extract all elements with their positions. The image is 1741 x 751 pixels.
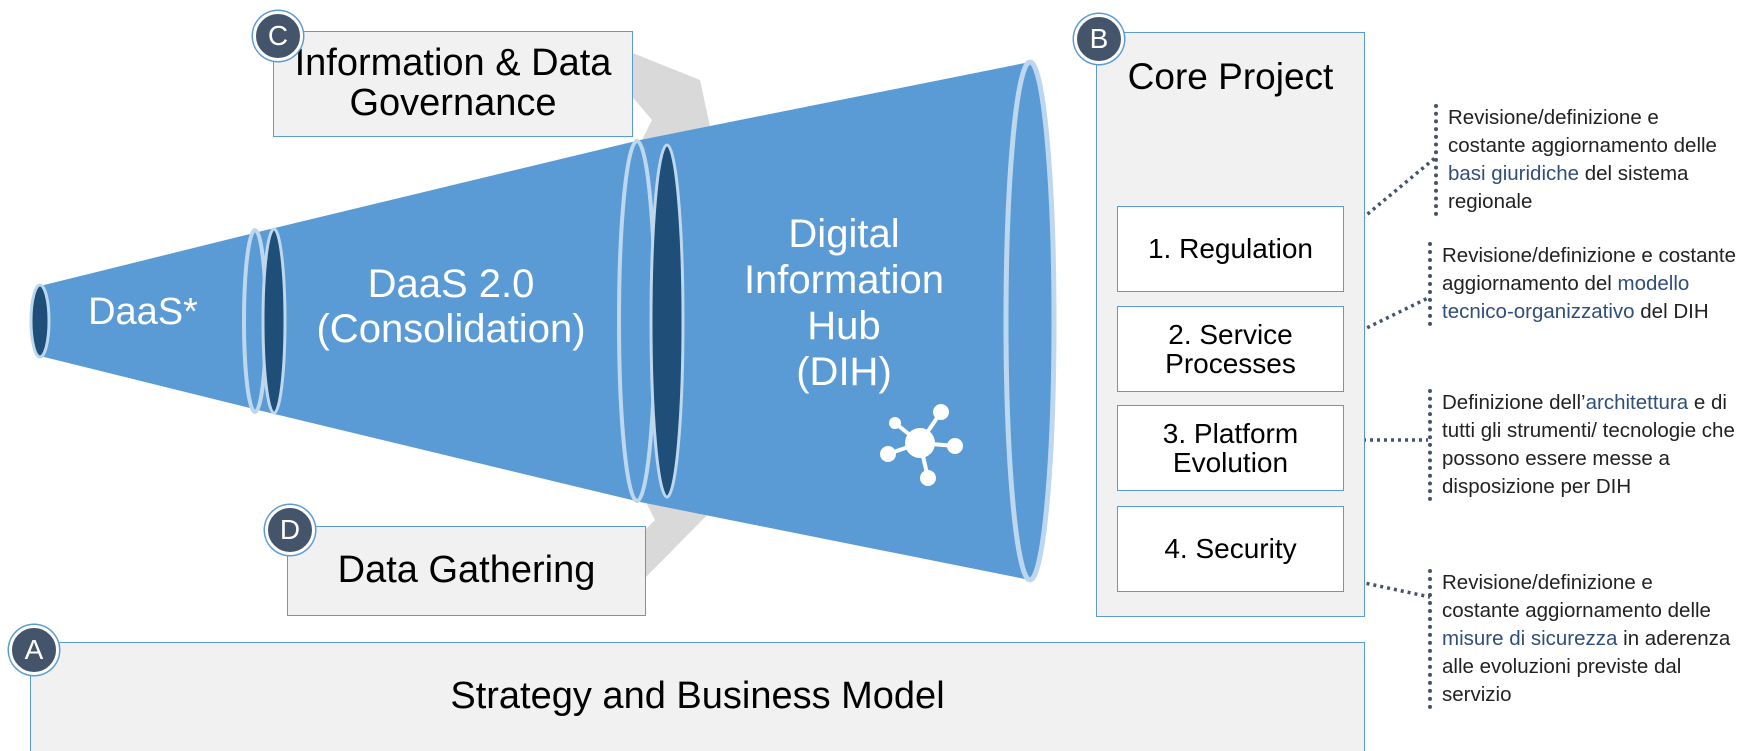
funnel-stage-2-label: DaaS 2.0 (Consolidation) <box>316 262 586 351</box>
governance-box: Information & Data Governance <box>273 31 633 137</box>
badge-a: A <box>9 625 59 675</box>
funnel-ring-2b <box>261 227 287 415</box>
funnel-stage-1-label: DaaS* <box>88 291 198 333</box>
strategy-title: Strategy and Business Model <box>450 675 945 718</box>
badge-b: B <box>1074 14 1124 64</box>
governance-title: Information & Data Governance <box>294 42 612 124</box>
core-item-platform-evolution: 3. Platform Evolution <box>1117 405 1344 491</box>
funnel-ring-3b <box>649 143 685 499</box>
note-regulation: Revisione/definizione e costante aggiorn… <box>1434 104 1718 216</box>
note-security: Revisione/definizione e costante aggiorn… <box>1428 569 1732 709</box>
funnel-stage-2 <box>258 140 640 502</box>
core-project-title: Core Project <box>1127 56 1334 97</box>
funnel-ring-1 <box>29 283 51 359</box>
funnel-stage-1 <box>40 232 258 410</box>
core-item-regulation: 1. Regulation <box>1117 206 1344 292</box>
core-item-security: 4. Security <box>1117 506 1344 592</box>
funnel-stage-3-label: Digital Information Hub (DIH) <box>743 212 945 394</box>
core-item-service-processes: 2. Service Processes <box>1117 306 1344 392</box>
badge-d: D <box>265 505 315 555</box>
funnel-mouth <box>1003 59 1057 583</box>
connector-regulation <box>1344 156 1437 234</box>
gathering-box: Data Gathering <box>287 526 646 616</box>
gathering-title: Data Gathering <box>337 549 596 592</box>
note-service-processes: Revisione/definizione e costante aggiorn… <box>1428 242 1741 326</box>
note-platform-evolution: Definizione dell’architettura e di tutti… <box>1428 389 1741 501</box>
network-hub-icon <box>880 404 963 486</box>
strategy-box: Strategy and Business Model <box>30 642 1365 751</box>
badge-c: C <box>253 11 303 61</box>
